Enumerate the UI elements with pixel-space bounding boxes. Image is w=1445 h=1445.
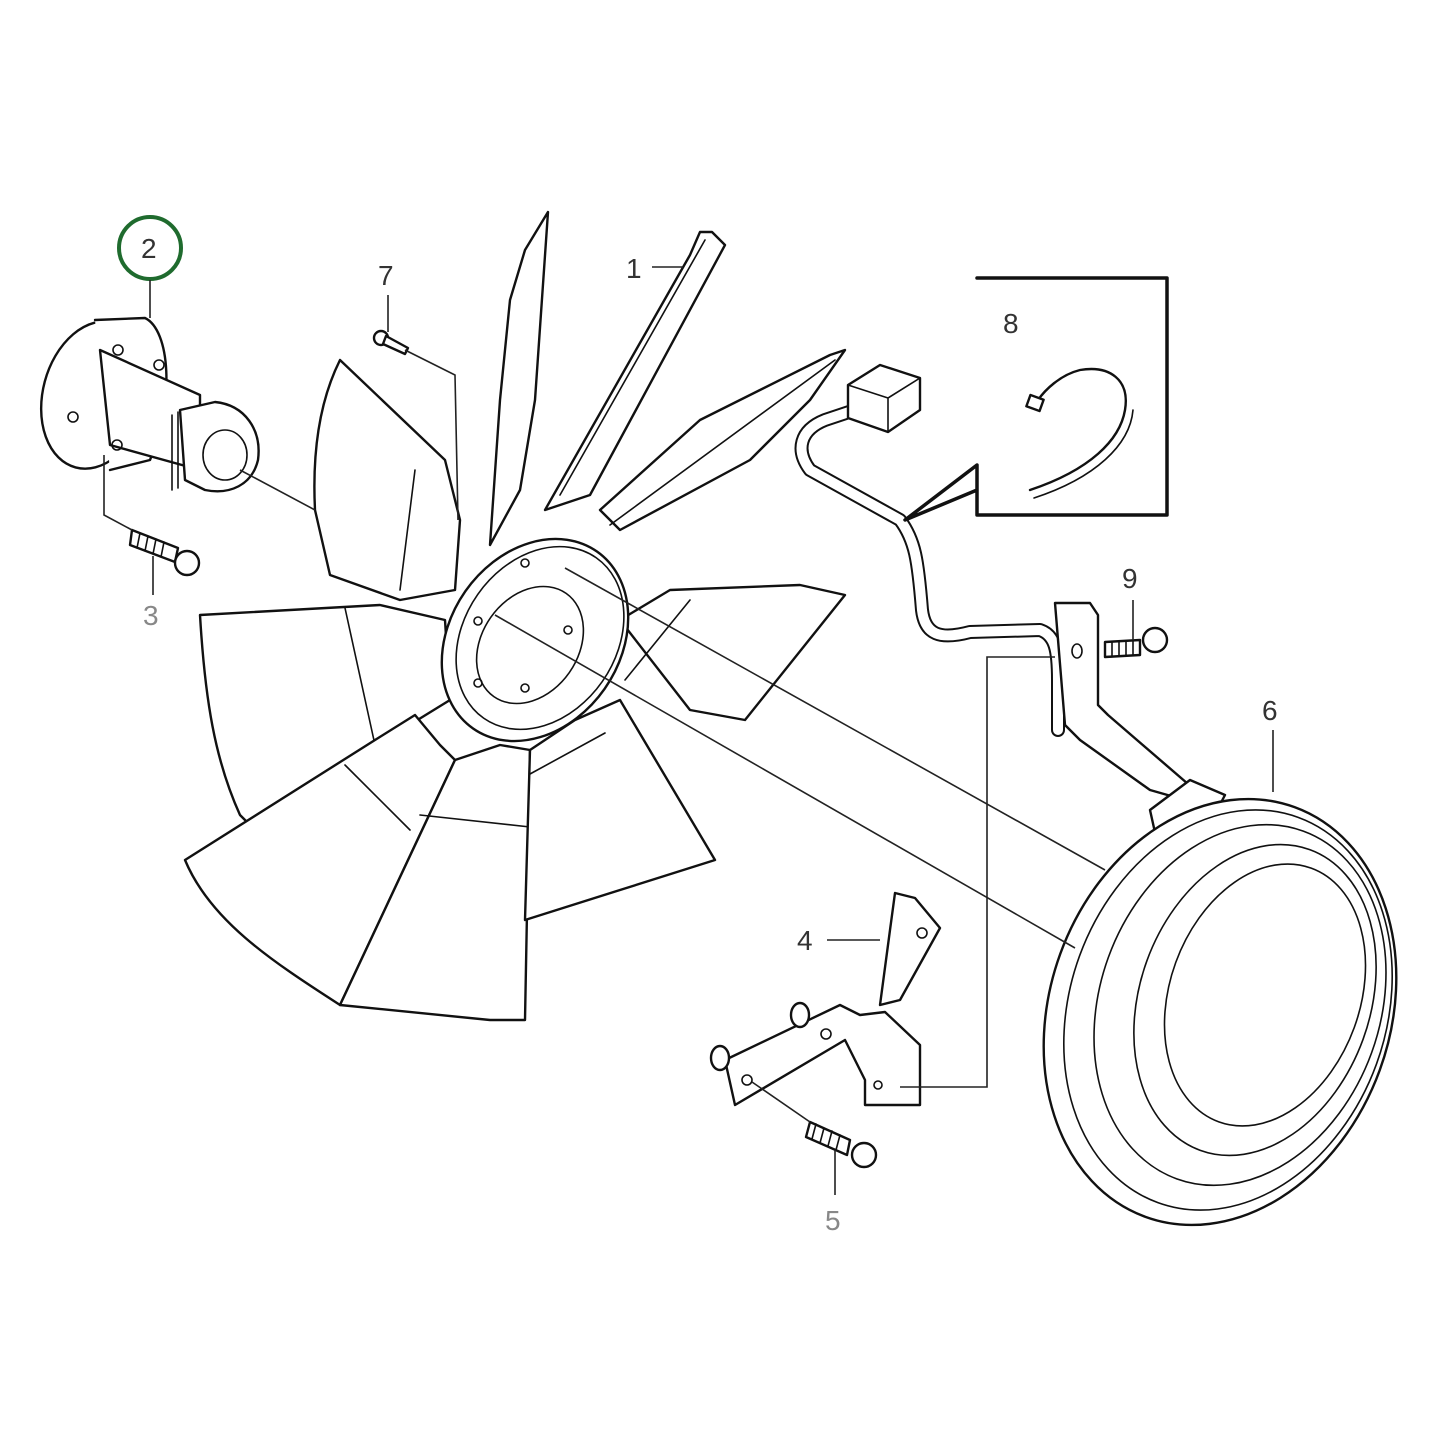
bolt-3[interactable]	[128, 528, 201, 577]
callout-8[interactable]: 8	[1003, 308, 1019, 339]
fan-assembly[interactable]	[183, 210, 847, 1022]
screw-7[interactable]	[372, 329, 410, 356]
mounting-bracket-4[interactable]	[709, 891, 942, 1107]
bolt-5[interactable]	[804, 1120, 878, 1169]
callout-5[interactable]: 5	[825, 1205, 841, 1236]
callouts: 1 2 3 4 5 6 7 8 9	[103, 215, 1278, 1236]
cable-harness[interactable]	[794, 363, 1065, 737]
fan-clutch-part[interactable]	[986, 749, 1445, 1275]
hub-adapter-part[interactable]	[25, 309, 260, 493]
callout-1[interactable]: 1	[626, 253, 642, 284]
cable-tie-inset[interactable]	[903, 276, 1169, 522]
callout-7[interactable]: 7	[378, 260, 394, 291]
bolt-9[interactable]	[1103, 626, 1169, 659]
callout-6[interactable]: 6	[1262, 695, 1278, 726]
assembly-lines	[239, 349, 1106, 1123]
clutch-bracket[interactable]	[1053, 601, 1197, 802]
callout-4[interactable]: 4	[797, 925, 813, 956]
callout-9[interactable]: 9	[1122, 563, 1138, 594]
highlight-ring	[117, 215, 183, 281]
callout-2[interactable]: 2	[141, 233, 157, 264]
callout-3[interactable]: 3	[143, 600, 159, 631]
